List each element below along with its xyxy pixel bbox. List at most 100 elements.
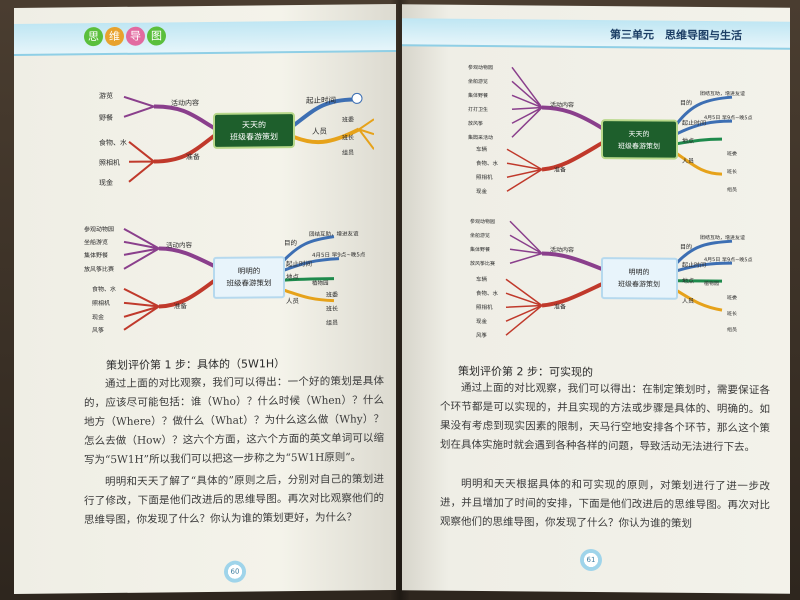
mindmap-center-line: 班级春游策划 xyxy=(618,279,660,288)
leaf-label: 班委 xyxy=(342,115,354,123)
leaf-label: 团结互助，增进友谊 xyxy=(700,90,745,97)
leaf-label: 照相机 xyxy=(476,173,493,181)
branch-label: 地点 xyxy=(286,272,299,281)
leaf-label: 班委 xyxy=(727,150,737,157)
leaf-label: 食物、水 xyxy=(92,285,116,293)
leaf-label: 集园采活动 xyxy=(468,134,493,141)
mindmap-mingming-v1: 明明的 班级春游策划 活动内容 参观动物园 坐船游览 集体野餐 放风筝比赛 准备… xyxy=(84,225,366,334)
mindmap-center-line: 班级春游策划 xyxy=(230,131,278,142)
branch-label: 目的 xyxy=(680,99,692,107)
leaf-label: 野餐 xyxy=(99,113,113,122)
leaf-label: 放风筝比赛 xyxy=(470,260,495,267)
body-paragraph: 通过上面的对比观察，我们可以得出：一个好的策划是具体的，应该尽可能包括：谁（Wh… xyxy=(84,375,384,467)
leaf-label: 班委 xyxy=(326,291,338,299)
body-paragraph: 明明和天天了解了“具体的”原则之后，分别对自己的策划进行了修改，下面是他们改进后… xyxy=(84,473,384,527)
branch-label: 人员 xyxy=(312,127,327,136)
leaf-label: 组员 xyxy=(727,186,737,193)
leaf-label: 照相机 xyxy=(99,158,120,167)
brand-logo: 思 维 导 图 xyxy=(84,26,166,47)
leaf-label: 组员 xyxy=(326,319,338,327)
branch-label: 人员 xyxy=(286,297,299,305)
leaf-label: 食物、水 xyxy=(99,138,127,147)
leaf-label: 4月5日 早9点~晚5点 xyxy=(312,250,366,259)
leaf-label: 食物、水 xyxy=(476,289,498,297)
leaf-label: 食物、水 xyxy=(476,159,498,167)
leaf-label: 车辆 xyxy=(476,275,487,283)
clock-icon xyxy=(351,92,363,104)
mindmap-center-line: 天天的 xyxy=(629,129,650,138)
section-heading: 策划评价第 2 步：可实现的 xyxy=(458,364,593,379)
mindmap-center-box xyxy=(213,112,295,149)
branch-label: 起止时间 xyxy=(682,261,706,269)
body-paragraph: 通过上面的对比观察，我们可以得出：在制定策划时，需要保证各个环节都是可以实现的，… xyxy=(440,381,770,454)
branch-label: 准备 xyxy=(554,303,566,311)
leaf-label: 现金 xyxy=(476,187,487,195)
branch-label: 目的 xyxy=(284,238,297,247)
section-heading: 策划评价第 1 步：具体的（5W1H） xyxy=(106,357,286,373)
leaf-label: 班长 xyxy=(727,310,737,317)
brand-char: 维 xyxy=(105,26,124,47)
leaf-label: 现金 xyxy=(92,313,104,321)
leaf-label: 坐船游览 xyxy=(470,232,490,239)
leaf-label: 风筝 xyxy=(92,326,104,334)
leaf-label: 班长 xyxy=(727,168,737,175)
branch-label: 地点 xyxy=(682,137,694,145)
leaf-label: 参观动物园 xyxy=(470,218,495,225)
mindmap-center-box xyxy=(601,119,678,160)
mindmap-center-line: 班级春游策划 xyxy=(227,277,272,287)
leaf-label: 游览 xyxy=(99,91,113,100)
branch-label: 起止时间 xyxy=(286,259,312,268)
leaf-label: 照相机 xyxy=(476,303,493,311)
mindmap-center-line: 明明的 xyxy=(629,267,650,276)
mindmap-tiantian-v2: 天天的 班级春游策划 活动内容 参观动物园 坐船游览 集体野餐 打打卫生 放风筝… xyxy=(468,64,753,195)
leaf-label: 组员 xyxy=(727,326,737,333)
branch-label: 活动内容 xyxy=(550,246,574,254)
leaf-label: 现金 xyxy=(99,178,113,187)
leaf-label: 植物园 xyxy=(312,279,329,287)
leaf-label: 放风筝 xyxy=(468,120,483,127)
leaf-label: 坐船游览 xyxy=(84,238,108,246)
branch-label: 活动内容 xyxy=(550,101,574,109)
left-header-band xyxy=(14,19,396,57)
left-page: 思 维 导 图 天天的 班级春游策划 活动内容 游览 野餐 准备 食物、水 照相… xyxy=(14,3,396,595)
leaf-label: 组员 xyxy=(342,148,354,156)
leaf-label: 坐船游览 xyxy=(468,78,488,85)
leaf-label: 班委 xyxy=(727,294,737,301)
leaf-label: 参观动物园 xyxy=(84,225,114,233)
leaf-label: 车辆 xyxy=(476,145,487,153)
mindmap-tiantian-v1: 天天的 班级春游策划 活动内容 游览 野餐 准备 食物、水 照相机 现金 起止时… xyxy=(99,91,374,187)
branch-label: 目的 xyxy=(680,243,692,251)
branch-label: 人员 xyxy=(682,298,694,305)
leaf-label: 集体野餐 xyxy=(468,92,488,99)
branch-label: 人员 xyxy=(682,158,694,165)
mindmap-center-line: 班级春游策划 xyxy=(618,141,660,150)
leaf-label: 团结互助，增进友谊 xyxy=(700,234,745,241)
leaf-label: 参观动物园 xyxy=(468,64,493,71)
branch-label: 起止时间 xyxy=(682,119,706,127)
mindmap-mingming-v2: 明明的 班级春游策划 活动内容 参观动物园 坐船游览 集体野餐 放风筝比赛 准备… xyxy=(470,218,753,339)
leaf-label: 打打卫生 xyxy=(468,106,488,113)
mindmap-center-line: 天天的 xyxy=(242,119,266,129)
branch-label: 活动内容 xyxy=(171,98,199,107)
leaf-label: 集体野餐 xyxy=(470,246,490,253)
page-number: 61 xyxy=(580,548,602,572)
leaf-label: 集体野餐 xyxy=(84,251,108,259)
branch-label: 活动内容 xyxy=(166,240,192,249)
mindmap-center-box xyxy=(601,257,678,300)
branch-label: 地点 xyxy=(682,277,694,285)
page-number: 60 xyxy=(224,560,246,583)
branch-label: 准备 xyxy=(186,152,200,161)
branch-label: 准备 xyxy=(554,166,566,174)
brand-char: 思 xyxy=(84,27,103,47)
branch-label: 准备 xyxy=(174,301,187,310)
brand-char: 导 xyxy=(126,26,145,46)
right-page: 第三单元 思维导图与生活 天天的 班级春游策划 活动内容 参观动物园 坐船游览 … xyxy=(402,4,790,594)
branch-label: 起止时间 xyxy=(306,95,336,105)
leaf-label: 植物园 xyxy=(704,280,719,287)
leaf-label: 班长 xyxy=(326,305,338,313)
body-paragraph: 明明和天天根据具体的和可实现的原则，对策划进行了进一步改进，并且增加了时间的安排… xyxy=(440,477,770,530)
leaf-label: 风筝 xyxy=(476,331,487,339)
mindmap-center-box xyxy=(213,256,285,299)
leaf-label: 放风筝比赛 xyxy=(84,265,114,273)
